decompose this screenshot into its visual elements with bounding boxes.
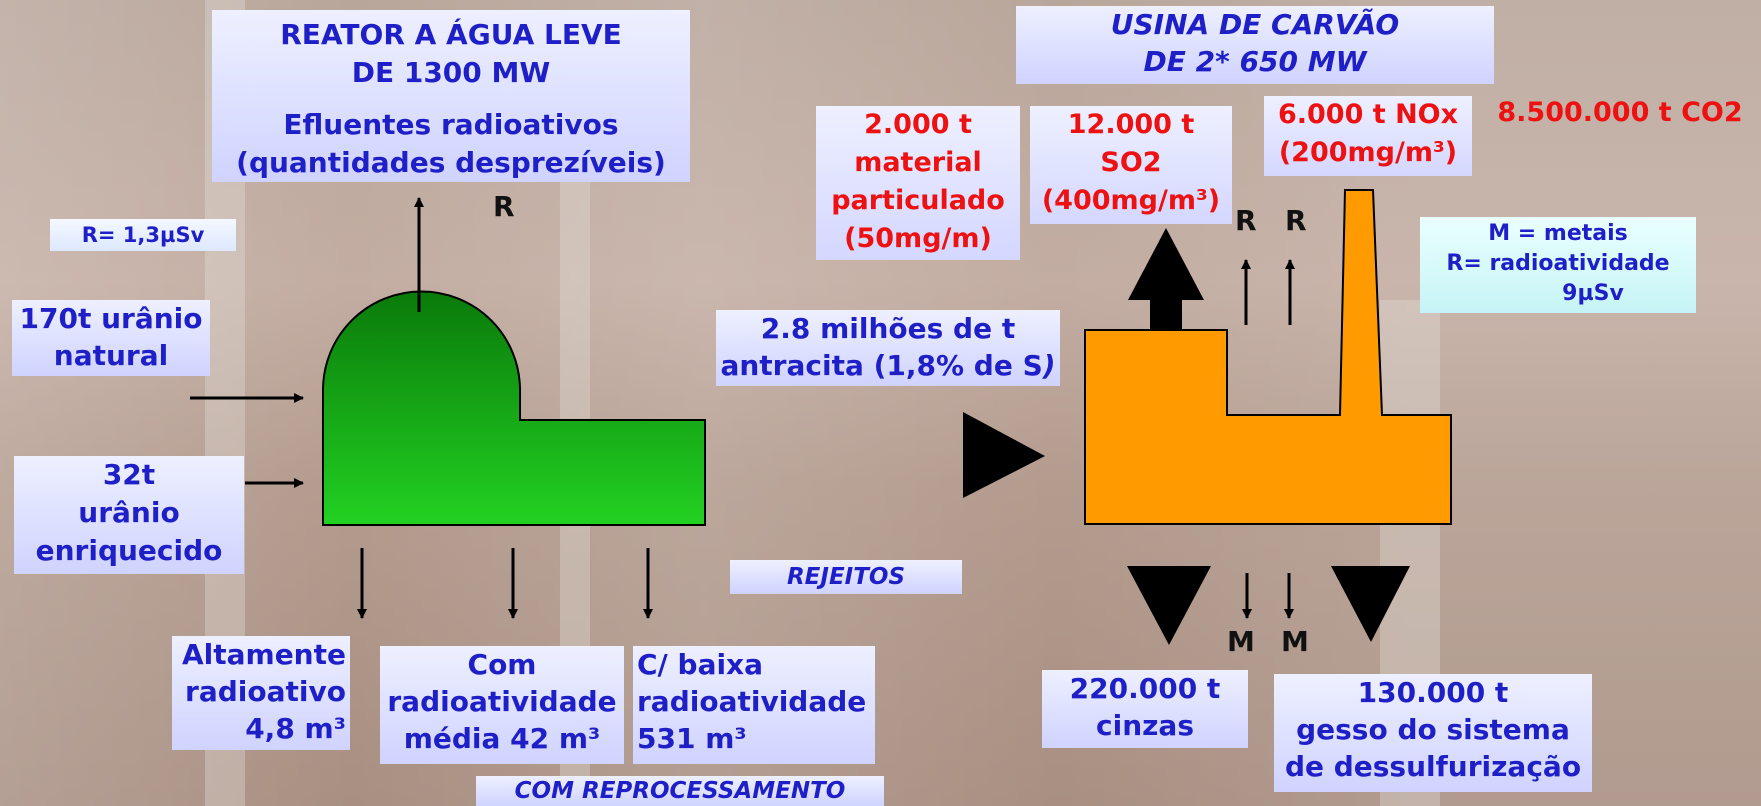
waste-high-box: Altamente radioativo 4,8 m³ — [172, 636, 350, 750]
gypsum-line1: 130.000 t — [1357, 676, 1509, 709]
waste-low-line2: radioatividade — [637, 685, 867, 718]
waste-mid-line3: média 42 m³ — [403, 722, 601, 755]
reactor-title-line2: DE 1300 MW — [351, 56, 551, 89]
effluents-line1: Efluentes radioativos — [283, 108, 619, 141]
coal-m-label-1: M — [1227, 625, 1255, 658]
waste-mid-line2: radioatividade — [387, 685, 617, 718]
ash-box: 220.000 t cinzas — [1042, 670, 1248, 748]
waste-low-box: C/ baixa radioatividade 531 m³ — [633, 646, 875, 764]
coal-title-box: USINA DE CARVÃO DE 2* 650 MW — [1016, 6, 1494, 84]
fuel-box: 2.8 milhões de t antracita (1,8% de S) — [716, 310, 1060, 386]
so2-box: 12.000 t SO2 (400mg/m³) — [1030, 106, 1232, 224]
coal-plant-building — [1084, 189, 1452, 525]
so2-line1: 12.000 t — [1067, 109, 1195, 140]
coal-title-line2: DE 2* 650 MW — [1143, 45, 1367, 78]
input-enriched-line1: 32t — [102, 458, 156, 491]
reprocessing-label: COM REPROCESSAMENTO — [476, 776, 884, 806]
particulate-line3: particulado — [831, 185, 1005, 216]
legend-box: M = metais R= radioatividade 9µSv — [1420, 217, 1696, 313]
legend-line3: 9µSv — [1562, 281, 1624, 306]
coal-r-label-1: R — [1235, 204, 1257, 237]
nox-line2: (200mg/m³) — [1278, 137, 1458, 168]
waste-mid-line1: Com — [467, 648, 537, 681]
coal-m-label-2: M — [1281, 625, 1309, 658]
gypsum-line2: gesso do sistema — [1296, 713, 1570, 746]
reactor-title-box: REATOR A ÁGUA LEVE DE 1300 MW Efluentes … — [212, 10, 690, 182]
rejects-label: REJEITOS — [730, 560, 962, 594]
fuel-suffix: ) — [1042, 349, 1056, 382]
ash-line1: 220.000 t — [1069, 672, 1221, 705]
so2-line3: (400mg/m³) — [1041, 185, 1221, 216]
input-natural-uranium-box: 170t urânio natural — [12, 300, 210, 376]
particulate-line4: (50mg/m) — [844, 223, 992, 254]
coal-title-line1: USINA DE CARVÃO — [1110, 8, 1400, 41]
input-enriched-uranium-box: 32t urânio enriquecido — [14, 456, 244, 574]
reactor-title-line1: REATOR A ÁGUA LEVE — [280, 18, 622, 51]
legend-line2: R= radioatividade — [1446, 251, 1670, 276]
ash-line2: cinzas — [1096, 709, 1194, 742]
so2-line2: SO2 — [1100, 147, 1162, 178]
fuel-line2: antracita (1,8% de S — [720, 349, 1043, 382]
coal-r-label-2: R — [1285, 204, 1307, 237]
legend-line1: M = metais — [1488, 221, 1628, 246]
effluents-line2: (quantidades desprezíveis) — [236, 146, 666, 179]
waste-high-line2: radioativo — [185, 675, 346, 708]
reactor-building — [322, 290, 706, 526]
gypsum-line3: de dessulfurização — [1284, 750, 1582, 783]
co2-label: 8.500.000 t CO2 — [1497, 97, 1743, 128]
reactor-r-label: R — [493, 190, 515, 223]
particulate-line2: material — [854, 147, 982, 178]
waste-low-line1: C/ baixa — [637, 648, 764, 681]
fuel-input-arrowhead — [963, 412, 1045, 498]
fuel-line1: 2.8 milhões de t — [760, 312, 1016, 345]
input-enriched-line2: urânio — [78, 496, 180, 529]
input-natural-line1: 170t urânio — [19, 302, 203, 335]
emission-big-arrow — [1128, 228, 1204, 330]
particulate-line1: 2.000 t — [864, 109, 972, 140]
gypsum-box: 130.000 t gesso do sistema de dessulfuri… — [1274, 674, 1592, 792]
gypsum-down-arrow — [1331, 566, 1410, 642]
ash-down-arrow — [1127, 566, 1211, 645]
waste-low-line3: 531 m³ — [637, 722, 747, 755]
waste-high-line3: 4,8 m³ — [245, 712, 346, 745]
nox-box: 6.000 t NOx (200mg/m³) — [1264, 96, 1472, 176]
reactor-dose-box: R= 1,3µSv — [50, 219, 236, 251]
nox-line1: 6.000 t NOx — [1277, 99, 1459, 130]
waste-high-line1: Altamente — [181, 638, 346, 671]
input-natural-line2: natural — [53, 339, 169, 372]
waste-mid-box: Com radioatividade média 42 m³ — [380, 646, 624, 764]
particulate-box: 2.000 t material particulado (50mg/m) — [816, 106, 1020, 260]
input-enriched-line3: enriquecido — [35, 534, 223, 567]
